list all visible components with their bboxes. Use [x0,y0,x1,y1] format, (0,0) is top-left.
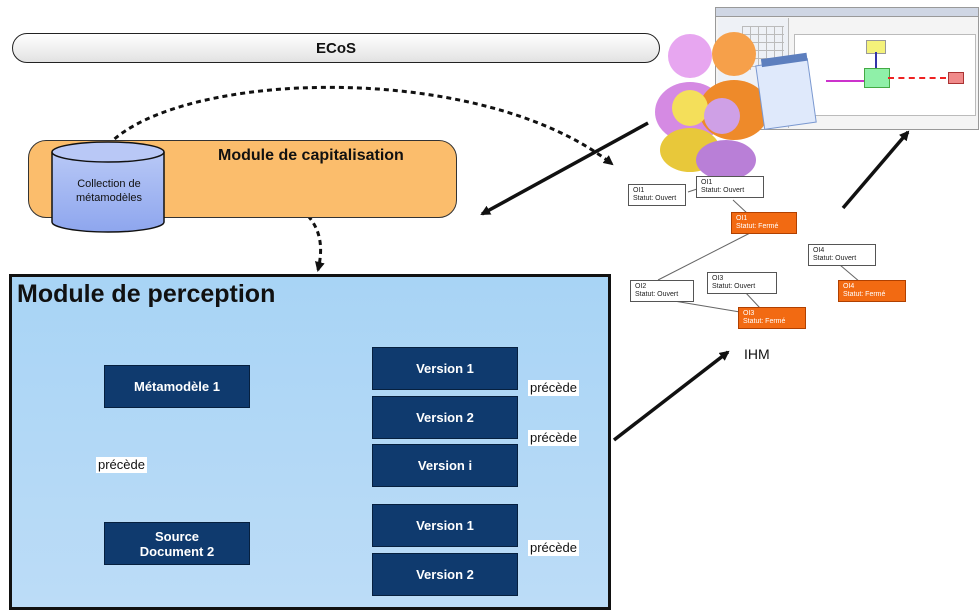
version-box-lower-1: Version 1 [372,504,518,547]
capitalisation-title: Module de capitalisation [218,147,404,164]
metamodel-box: Métamodèle 1 [104,365,250,408]
precede-label-2: précède [528,430,579,446]
ecos-bar: ECoS [12,33,660,63]
precede-label-1: précède [528,380,579,396]
version-box-upper-i: Version i [372,444,518,487]
arrow-to-ihm [612,350,730,442]
ihm-label: IHM [744,346,770,362]
version-box-upper-2: Version 2 [372,396,518,439]
arrow-to-capitalisation [480,121,649,216]
precede-label-left: précède [96,457,147,473]
version-box-lower-2: Version 2 [372,553,518,596]
perception-title: Module de perception [17,280,276,308]
source-document-box: Source Document 2 [104,522,250,565]
arrow-to-screen [841,130,910,210]
precede-label-3: précède [528,540,579,556]
version-box-upper-1: Version 1 [372,347,518,390]
perception-module [9,274,611,610]
collection-label: Collection de métamodèles [75,178,143,204]
